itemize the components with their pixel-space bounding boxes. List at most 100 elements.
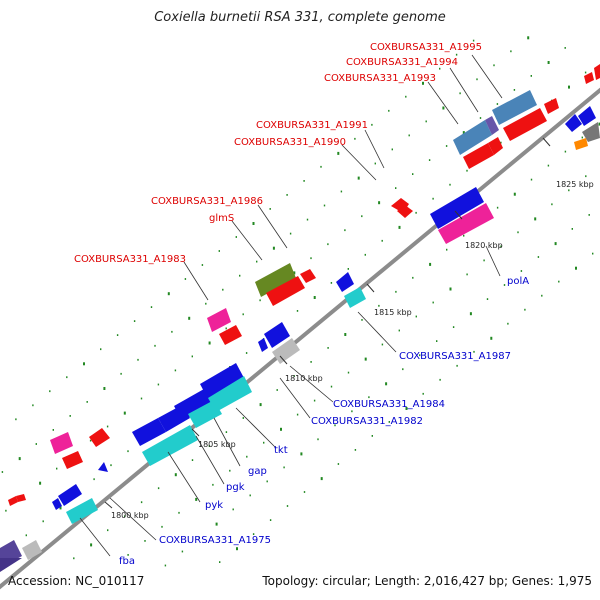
- guide-dot: [219, 561, 221, 563]
- map-title: Coxiella burnetii RSA 331, complete geno…: [154, 10, 446, 25]
- guide-dot: [52, 429, 54, 431]
- guide-dot: [306, 218, 309, 221]
- guide-dot: [412, 276, 414, 279]
- gene-arrow-cyan: [208, 376, 252, 412]
- guide-dot: [547, 164, 550, 167]
- guide-dot: [327, 243, 329, 246]
- guide-dot: [106, 425, 109, 428]
- guide-dot: [236, 547, 238, 551]
- guide-dot: [337, 151, 340, 155]
- guide-dot: [571, 228, 573, 230]
- guide-dot: [415, 211, 417, 214]
- guide-dot: [56, 467, 58, 470]
- guide-dot: [225, 327, 227, 330]
- guide-dot: [181, 550, 184, 553]
- guide-dot: [395, 187, 397, 189]
- guide-dot: [269, 208, 271, 210]
- guide-dot: [103, 387, 106, 390]
- guide-dot: [107, 529, 109, 532]
- guide-dot: [500, 245, 502, 248]
- gene-arrow-red: [463, 143, 494, 169]
- guide-dot: [208, 341, 211, 345]
- guide-dot: [18, 457, 21, 461]
- guide-dot: [530, 178, 533, 181]
- guide-dot: [442, 106, 445, 110]
- guide-dot: [144, 540, 146, 542]
- gene-label-gap: gap: [248, 466, 267, 477]
- lower-labels: polA COXBURSA331_A1987 COXBURSA331_A1984…: [119, 276, 529, 567]
- guide-dot: [432, 301, 434, 304]
- guide-dot: [93, 478, 95, 481]
- guide-dot: [479, 117, 482, 119]
- gene-label-polA: polA: [507, 276, 529, 287]
- gene-arrow-orange: [574, 138, 588, 150]
- guide-dot: [354, 449, 357, 451]
- gene-arrow-red: [62, 451, 83, 469]
- guide-dot: [439, 378, 441, 381]
- tick-label: 1815 kbp: [374, 308, 412, 317]
- guide-dot: [517, 231, 519, 234]
- guide-dot: [466, 169, 468, 172]
- guide-dot: [276, 389, 278, 391]
- guide-dot: [259, 403, 262, 407]
- guide-dot: [188, 316, 191, 320]
- gene-arrow-magenta: [207, 308, 231, 332]
- tick-label: 1825 kbp: [556, 180, 594, 189]
- guide-dot: [195, 497, 198, 501]
- gene-arrow-blue: [430, 187, 484, 229]
- guide-dot: [449, 287, 452, 291]
- guide-dot: [422, 81, 424, 85]
- topology-summary: Topology: circular; Length: 2,016,427 bp…: [262, 574, 592, 588]
- guide-dot: [263, 441, 265, 444]
- gene-arrow-blue: [578, 106, 596, 126]
- guide-dot: [205, 302, 207, 305]
- guide-dot: [171, 330, 173, 333]
- guide-dot: [381, 343, 384, 346]
- guide-dot: [303, 491, 306, 493]
- guide-dot: [310, 361, 312, 363]
- guide-dot: [218, 250, 220, 252]
- guide-dot: [344, 229, 346, 232]
- gene-arrow-olive: [255, 263, 296, 297]
- guide-dot: [364, 357, 367, 361]
- guide-dot: [133, 320, 136, 322]
- guide-dot: [381, 239, 383, 242]
- guide-dot: [357, 176, 360, 180]
- guide-dot: [496, 103, 499, 105]
- guide-dot: [347, 371, 350, 374]
- guide-dot: [364, 253, 366, 256]
- guide-dot: [598, 122, 600, 126]
- guide-dot: [337, 463, 340, 465]
- gene-label-COXBURSA331_A1993: COXBURSA331_A1993: [324, 73, 436, 84]
- guide-dot: [66, 376, 68, 379]
- guide-dot: [83, 362, 85, 366]
- guide-dot: [49, 390, 51, 393]
- guide-dot: [388, 109, 390, 112]
- guide-dot: [575, 266, 577, 270]
- gene-label-COXBURSA331_A1986: COXBURSA331_A1986: [151, 196, 263, 207]
- guide-dot: [232, 508, 234, 511]
- gene-arrow-purple: [485, 116, 499, 135]
- guide-dot: [25, 534, 27, 537]
- guide-dot: [483, 259, 485, 262]
- guide-dot: [347, 268, 349, 270]
- guide-dot: [476, 78, 478, 81]
- guide-dot: [283, 466, 285, 469]
- guide-dot: [419, 354, 421, 357]
- guide-dot: [116, 334, 119, 336]
- guide-dot: [5, 509, 7, 512]
- guide-dot: [402, 368, 404, 371]
- guide-dot: [374, 162, 376, 165]
- guide-dot: [184, 278, 187, 280]
- gene-arrow-blue: [132, 418, 166, 446]
- guide-dot: [174, 473, 177, 477]
- guide-dot: [361, 215, 363, 218]
- gene-arrow-cyan: [142, 425, 198, 466]
- guide-dot: [446, 248, 448, 251]
- guide-dot: [191, 459, 194, 461]
- gene-arrow-steelblue: [492, 90, 537, 125]
- guide-dot: [507, 322, 509, 325]
- guide-dot: [493, 64, 495, 67]
- gene-arrow-gray: [272, 338, 300, 364]
- gene-arrow-red: [503, 108, 547, 141]
